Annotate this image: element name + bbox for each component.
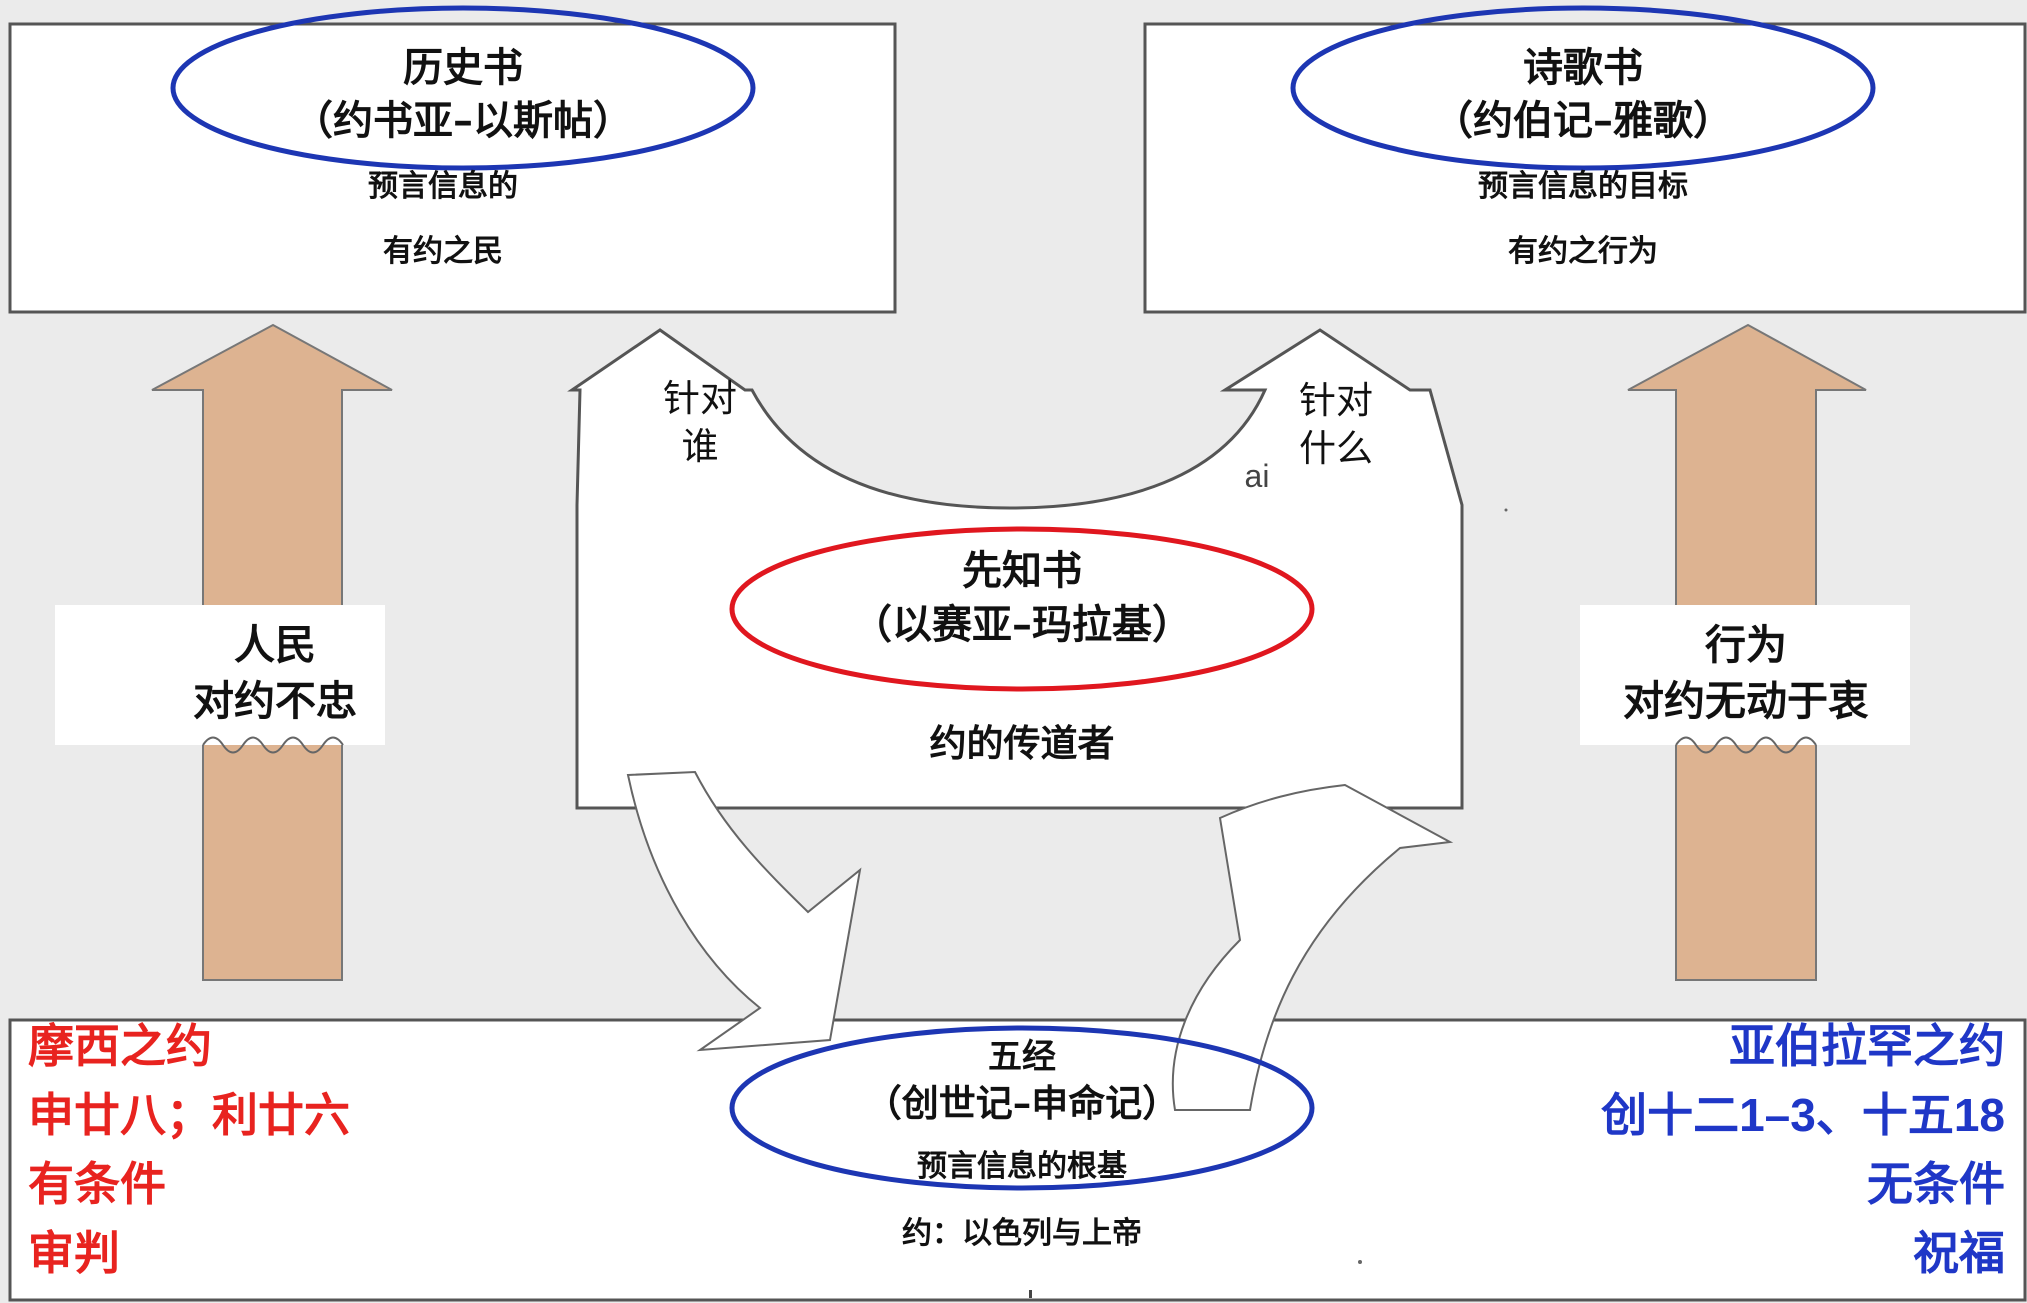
mosaic-covenant-line: 申廿八；利廿六 [28, 1089, 350, 1141]
prophets-title: 先知书 [962, 547, 1082, 594]
pentateuch-range: （创世记–申命记） [864, 1081, 1180, 1125]
historical-books-title: 历史书 [403, 44, 523, 91]
pentateuch-line2: 约：以色列与上帝 [902, 1216, 1142, 1251]
left-arrow-label-panel [55, 605, 385, 745]
to-what-line1: 针对 [1299, 379, 1373, 422]
abrahamic-covenant-line: 祝福 [1913, 1227, 2005, 1279]
abrahamic-covenant-line: 亚伯拉罕之约 [1729, 1020, 2005, 1072]
pentateuch-ellipse [729, 1025, 1315, 1191]
historical-books-range: （约书亚–以斯帖） [293, 97, 633, 144]
right-arrow-line1: 行为 [1705, 621, 1787, 669]
mosaic-covenant-line: 摩西之约 [28, 1020, 212, 1072]
mosaic-covenant: 摩西之约 申廿八；利廿六 有条件 审判 [28, 1012, 350, 1288]
poetry-books-title: 诗歌书 [1523, 44, 1643, 91]
abrahamic-covenant-line: 创十二1–3、十五18 [1601, 1089, 2005, 1141]
historical-books-ellipse [170, 5, 756, 171]
curved-arrow-down [626, 770, 862, 1052]
to-whom-line1: 针对 [663, 377, 737, 420]
mosaic-covenant-line: 有条件 [28, 1158, 166, 1210]
prophets-ellipse [729, 526, 1315, 692]
abrahamic-covenant: 亚伯拉罕之约 创十二1–3、十五18 无条件 祝福 [1601, 1012, 2005, 1288]
poetry-books-ellipse [1290, 5, 1876, 171]
poetry-books-line1: 预言信息的目标 [1478, 169, 1688, 204]
right-arrow-label-panel [1580, 605, 1910, 745]
prophets-range: （以赛亚–玛拉基） [852, 601, 1192, 648]
pentateuch-line1: 预言信息的根基 [917, 1149, 1127, 1184]
historical-books-line2: 有约之民 [383, 234, 503, 269]
prophets-role: 约的传道者 [929, 721, 1115, 765]
prophets-central-block [567, 328, 1464, 810]
pentateuch-box [8, 1018, 2027, 1302]
stray-text: ai [1244, 458, 1270, 494]
curved-arrow-up [1171, 783, 1454, 1111]
poetry-books-line2: 有约之行为 [1508, 234, 1658, 269]
poetry-books-range: （约伯记–雅歌） [1433, 97, 1733, 144]
mosaic-covenant-line: 审判 [28, 1227, 120, 1279]
left-arrow-line2: 对约不忠 [193, 677, 357, 725]
right-arrow-line2: 对约无动于衷 [1623, 677, 1869, 725]
pentateuch-title: 五经 [988, 1037, 1056, 1077]
to-whom-line2: 谁 [681, 425, 719, 468]
to-what-line2: 什么 [1299, 427, 1373, 470]
abrahamic-covenant-line: 无条件 [1867, 1158, 2005, 1210]
historical-books-line1: 预言信息的 [368, 169, 518, 204]
left-arrow-line1: 人民 [234, 621, 316, 669]
